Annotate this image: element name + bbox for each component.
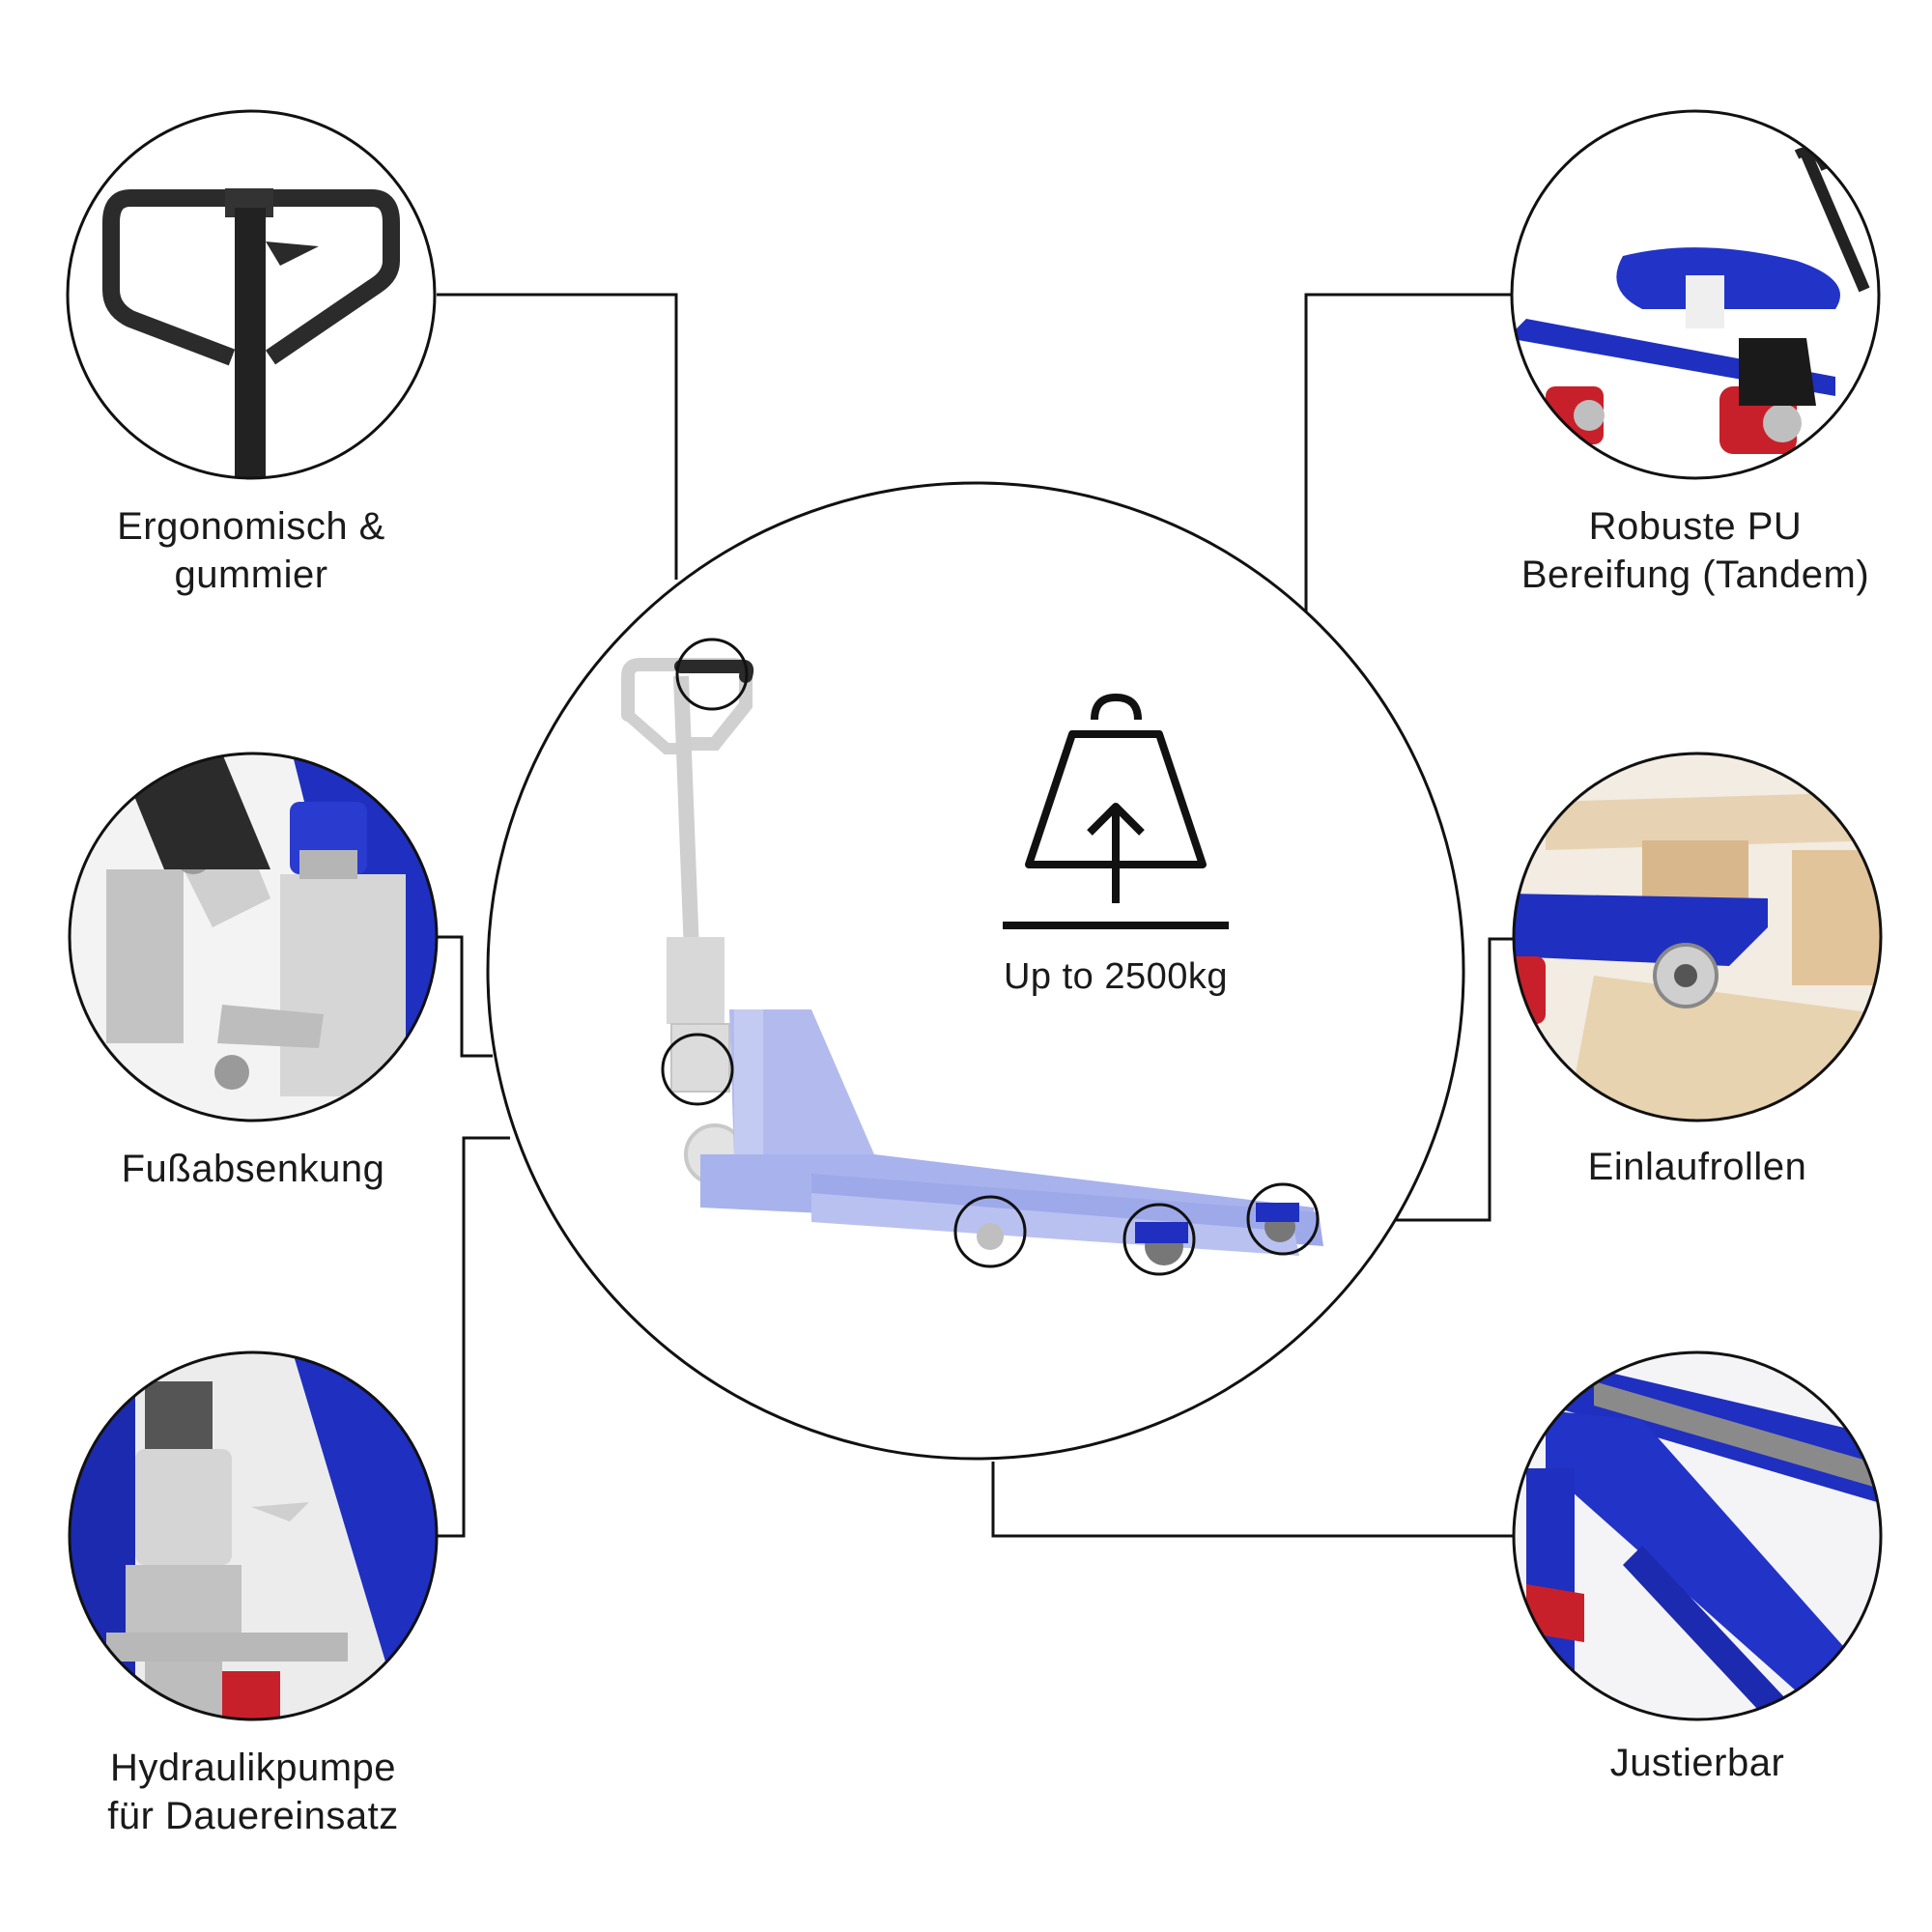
feature-image-entry-rollers: [1512, 752, 1883, 1122]
connector-rollers: [1394, 937, 1514, 1222]
connector-pump: [437, 1136, 510, 1538]
connector-handle: [437, 293, 678, 580]
feature-image-foot-release: [68, 752, 439, 1122]
feature-image-wheels: [1510, 109, 1881, 480]
weight-lift-icon: [1003, 694, 1229, 929]
marker-wheels: [1122, 1203, 1196, 1276]
feature-image-pump: [68, 1350, 439, 1721]
feature-label-wheels: Robuste PU Bereifung (Tandem): [1520, 505, 1870, 596]
feature-label-pump: Hydraulikpumpe für Dauereinsatz: [107, 1747, 399, 1837]
feature-label-entry-rollers: Einlaufrollen: [1587, 1146, 1807, 1188]
feature-label-handle: Ergonomisch & gummier: [117, 505, 385, 596]
marker-entry-rollers: [1246, 1182, 1320, 1256]
connector-lines: [437, 293, 1514, 1538]
feature-image-handle: [66, 109, 437, 480]
feature-label-adjustable: Justierbar: [1609, 1742, 1785, 1784]
connector-foot: [437, 935, 493, 1058]
connector-wheels: [1304, 293, 1512, 613]
detail-markers: [661, 638, 1320, 1276]
feature-label-foot-release: Fußabsenkung: [121, 1148, 385, 1190]
pallet-truck-illustration: [621, 658, 1323, 1265]
center-product-circle: [486, 481, 1465, 1461]
feature-image-adjustable: [1512, 1350, 1883, 1721]
capacity-label: Up to 2500kg: [1003, 956, 1229, 997]
marker-adjustable: [953, 1195, 1027, 1268]
marker-foot-release: [661, 1033, 734, 1106]
marker-handle: [675, 638, 749, 711]
connector-adjustable: [991, 1462, 1514, 1538]
